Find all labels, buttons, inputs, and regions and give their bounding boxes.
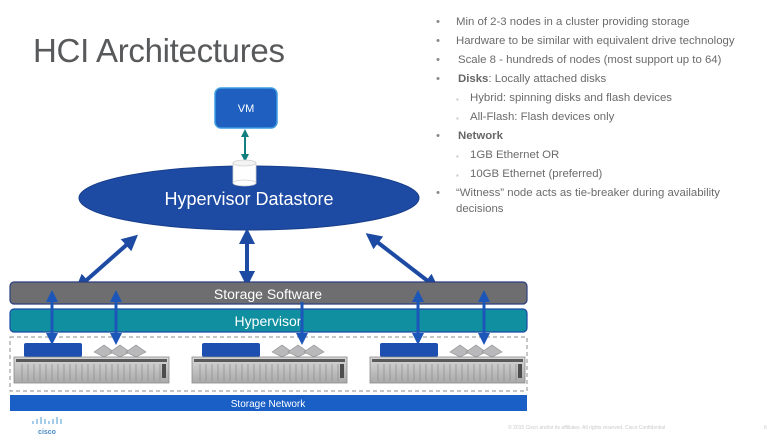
node-arrows <box>46 290 490 345</box>
storage-software-layer: Storage Software <box>9 281 528 305</box>
spinning-disk-icon <box>481 344 503 358</box>
sub-bullet-item: 1GB Ethernet OR <box>436 146 774 166</box>
bullet-item: “Witness” node acts as tie-breaker durin… <box>436 184 774 203</box>
server-handle <box>340 364 344 378</box>
chassis-top-strip <box>372 359 523 362</box>
bullet-item: Min of 2-3 nodes in a cluster providing … <box>436 13 774 32</box>
flash-device-icon <box>24 343 82 357</box>
hypervisor-datastore: Hypervisor Datastore <box>78 165 420 231</box>
storage-network-layer: Storage Network <box>10 395 527 411</box>
storage-software-label: Storage Software <box>214 286 322 302</box>
cisco-logo-text: cisco <box>38 429 56 436</box>
bullet-item: Disks: Locally attached disks <box>436 70 774 89</box>
cisco-logo-icon: cisco <box>32 417 62 436</box>
bullet-item: Hardware to be similar with equivalent d… <box>436 32 774 51</box>
bullet-item: Scale 8 - hundreds of nodes (most suppor… <box>436 51 774 70</box>
disk-cylinder-icon <box>232 159 257 187</box>
datastore-label: Hypervisor Datastore <box>164 189 333 209</box>
vm-label: VM <box>238 103 255 115</box>
server-node <box>369 343 526 384</box>
flash-device-icon <box>380 343 438 357</box>
flash-device-icon <box>202 343 260 357</box>
bullet-item: Network <box>436 127 774 146</box>
vm-node: VM <box>214 87 278 129</box>
sub-bullet-item: 10GB Ethernet (preferred) <box>436 165 774 185</box>
page-number: 6 <box>764 425 767 431</box>
server-handle <box>518 364 522 378</box>
sub-bullet-item: All-Flash: Flash devices only <box>436 108 774 128</box>
server-group <box>9 336 528 392</box>
slide-title: HCI Architectures <box>33 32 285 69</box>
chassis-top-strip <box>194 359 345 362</box>
bullet-continuation: decisions <box>456 203 504 215</box>
server-node <box>191 343 348 384</box>
spinning-disk-icon <box>303 344 325 358</box>
server-handle <box>162 364 166 378</box>
storage-network-label: Storage Network <box>231 399 306 410</box>
bullet-bold-label: Network <box>458 130 503 142</box>
hypervisor-layer: Hypervisor <box>9 308 528 333</box>
server-node <box>13 343 170 384</box>
datastore-arrow-left <box>75 234 138 291</box>
bullet-list: Min of 2-3 nodes in a cluster providing … <box>436 13 774 219</box>
sub-bullet-item: Hybrid: spinning disks and flash devices <box>436 89 774 109</box>
hypervisor-label: Hypervisor <box>235 313 302 329</box>
datastore-arrow-right <box>365 233 440 290</box>
server-nodes <box>13 343 526 384</box>
bullet-bold-label: Disks <box>458 73 489 85</box>
copyright-footer: © 2015 Cisco and/or its affiliates. All … <box>508 425 666 431</box>
spinning-disk-icon <box>125 344 147 358</box>
chassis-top-strip <box>16 359 167 362</box>
